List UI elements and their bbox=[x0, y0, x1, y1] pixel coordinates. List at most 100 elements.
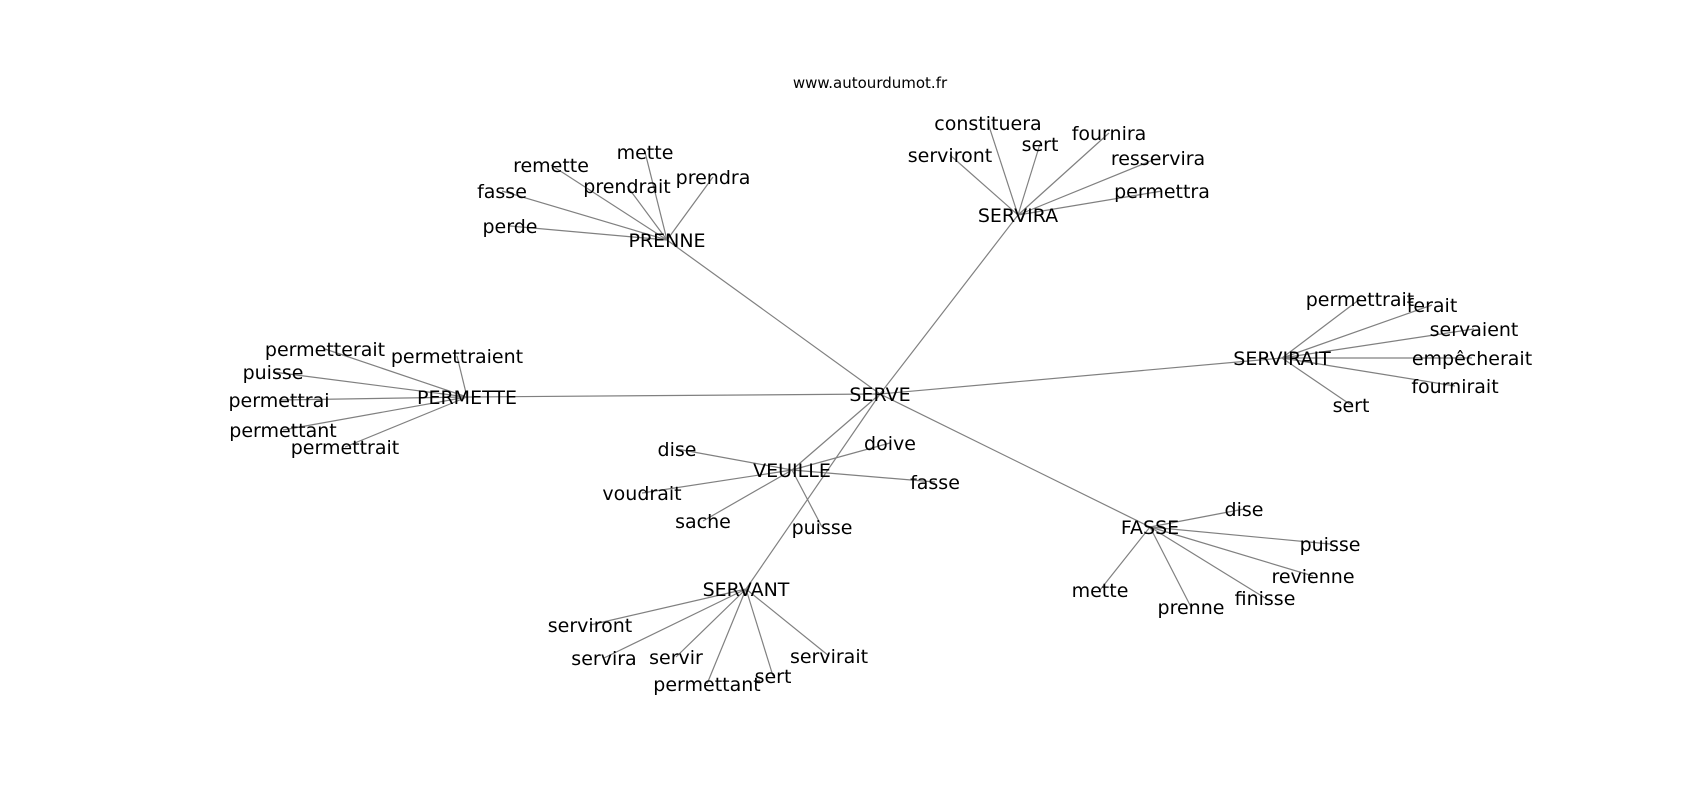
leaf-node[interactable]: voudrait bbox=[602, 483, 681, 505]
leaf-node[interactable]: empêcherait bbox=[1412, 348, 1532, 370]
edge-hub-leaf bbox=[1017, 132, 1110, 216]
edge-hub-leaf bbox=[589, 588, 747, 626]
edge-hub-leaf bbox=[745, 588, 830, 657]
leaf-node[interactable]: resservira bbox=[1111, 148, 1205, 170]
leaf-node[interactable]: sert bbox=[755, 666, 792, 688]
edge-hub-leaf bbox=[745, 588, 774, 677]
leaf-node[interactable]: permettant bbox=[229, 420, 336, 442]
leaf-node[interactable]: servirait bbox=[790, 646, 868, 668]
edge-hub-leaf bbox=[1281, 357, 1352, 406]
leaf-node[interactable]: dise bbox=[1225, 499, 1264, 521]
leaf-node[interactable]: doive bbox=[864, 433, 916, 455]
edge-hub-leaf bbox=[706, 588, 747, 685]
edge-center-hub bbox=[791, 393, 881, 471]
edge-hub-leaf bbox=[1149, 526, 1314, 577]
leaf-node[interactable]: servir bbox=[649, 647, 703, 669]
leaf-node[interactable]: prendra bbox=[676, 167, 751, 189]
hub-node[interactable]: PERMETTE bbox=[417, 387, 517, 409]
edge-center-hub bbox=[745, 393, 881, 590]
edge-center-hub bbox=[879, 357, 1283, 395]
edge-hub-leaf bbox=[702, 469, 793, 522]
leaf-node[interactable]: mette bbox=[1072, 580, 1129, 602]
edge-hub-leaf bbox=[987, 122, 1019, 216]
leaf-node[interactable]: fournirait bbox=[1411, 376, 1498, 398]
center-node[interactable]: SERVE bbox=[849, 384, 910, 406]
edge-hub-leaf bbox=[603, 588, 747, 659]
leaf-node[interactable]: fasse bbox=[910, 472, 960, 494]
edge-hub-leaf bbox=[278, 396, 468, 401]
edge-hub-leaf bbox=[1149, 526, 1266, 599]
leaf-node[interactable]: sache bbox=[675, 511, 731, 533]
edge-hub-leaf bbox=[1281, 304, 1433, 359]
edge-hub-leaf bbox=[1149, 526, 1331, 545]
leaf-node[interactable]: mette bbox=[617, 142, 674, 164]
edge-hub-leaf bbox=[1281, 298, 1361, 359]
leaf-node[interactable]: servira bbox=[571, 648, 636, 670]
edge-hub-leaf bbox=[344, 396, 468, 448]
hub-node[interactable]: SERVANT bbox=[703, 579, 790, 601]
edge-hub-leaf bbox=[1017, 190, 1163, 216]
edge-hub-leaf bbox=[1149, 508, 1245, 528]
edge-hub-leaf bbox=[324, 348, 468, 398]
leaf-node[interactable]: perde bbox=[483, 216, 538, 238]
hub-node[interactable]: SERVIRA bbox=[978, 205, 1058, 227]
leaf-node[interactable]: permettrai bbox=[228, 390, 329, 412]
leaf-node[interactable]: puisse bbox=[792, 517, 853, 539]
edge-hub-leaf bbox=[1281, 357, 1456, 387]
leaf-node[interactable]: sert bbox=[1333, 395, 1370, 417]
edge-hub-leaf bbox=[1017, 157, 1159, 216]
edge-hub-leaf bbox=[509, 225, 668, 241]
leaf-node[interactable]: puisse bbox=[243, 362, 304, 384]
leaf-node[interactable]: constituera bbox=[934, 113, 1041, 135]
leaf-node[interactable]: permettraient bbox=[391, 346, 523, 368]
leaf-node[interactable]: serviront bbox=[908, 145, 992, 167]
leaf-node[interactable]: permettrait bbox=[291, 437, 400, 459]
edge-hub-leaf bbox=[949, 154, 1019, 216]
edge-hub-leaf bbox=[675, 588, 747, 658]
leaf-node[interactable]: permettrait bbox=[1306, 289, 1415, 311]
edge-hub-leaf bbox=[791, 469, 936, 483]
leaf-node[interactable]: ferait bbox=[1407, 295, 1458, 317]
leaf-node[interactable]: revienne bbox=[1271, 566, 1354, 588]
edge-hub-leaf bbox=[272, 371, 468, 398]
hub-node[interactable]: FASSE bbox=[1121, 517, 1179, 539]
leaf-node[interactable]: prendrait bbox=[583, 176, 670, 198]
edge-center-hub bbox=[666, 239, 881, 395]
edge-hub-leaf bbox=[644, 151, 668, 241]
leaf-node[interactable]: permetterait bbox=[265, 339, 385, 361]
edge-center-hub bbox=[879, 214, 1019, 395]
edge-hub-leaf bbox=[641, 469, 793, 494]
edge-hub-leaf bbox=[282, 396, 468, 431]
edge-hub-leaf bbox=[1149, 526, 1192, 608]
edge-hub-leaf bbox=[791, 469, 823, 528]
edge-center-hub bbox=[466, 393, 881, 398]
edge-hub-leaf bbox=[501, 190, 668, 241]
edge-hub-leaf bbox=[550, 164, 668, 241]
leaf-node[interactable]: prenne bbox=[1158, 597, 1225, 619]
leaf-node[interactable]: servaient bbox=[1430, 319, 1519, 341]
leaf-node[interactable]: puisse bbox=[1300, 534, 1361, 556]
leaf-node[interactable]: finisse bbox=[1235, 588, 1296, 610]
leaf-node[interactable]: fasse bbox=[477, 181, 527, 203]
leaf-node[interactable]: dise bbox=[658, 439, 697, 461]
leaf-node[interactable]: sert bbox=[1022, 134, 1059, 156]
hub-node[interactable]: PRENNE bbox=[628, 230, 705, 252]
edge-hub-leaf bbox=[1099, 526, 1151, 591]
leaf-node[interactable]: fournira bbox=[1072, 123, 1147, 145]
edge-hub-leaf bbox=[1017, 143, 1041, 216]
hub-node[interactable]: VEUILLE bbox=[753, 460, 831, 482]
leaf-node[interactable]: serviront bbox=[548, 615, 632, 637]
edge-hub-leaf bbox=[456, 355, 468, 398]
leaf-node[interactable]: permettant bbox=[653, 674, 760, 696]
leaf-node[interactable]: permettra bbox=[1114, 181, 1210, 203]
site-url: www.autourdumot.fr bbox=[793, 74, 948, 92]
edge-hub-leaf bbox=[676, 448, 793, 471]
edge-hub-leaf bbox=[1281, 328, 1475, 359]
leaf-node[interactable]: remette bbox=[513, 155, 589, 177]
edge-hub-leaf bbox=[626, 185, 668, 241]
hub-node[interactable]: SERVIRAIT bbox=[1233, 348, 1331, 370]
graph-edges bbox=[272, 122, 1475, 685]
edge-hub-leaf bbox=[666, 176, 714, 241]
